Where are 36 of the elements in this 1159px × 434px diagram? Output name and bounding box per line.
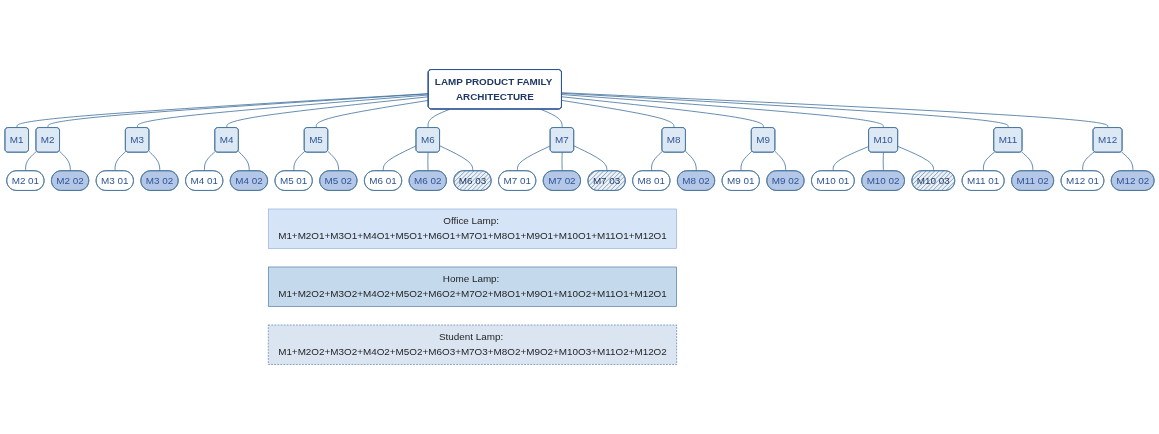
connector xyxy=(573,145,608,172)
connector xyxy=(237,150,250,172)
connector xyxy=(561,92,1009,129)
node-box: Home Lamp: M1+M2O2+M3O2+M4O2+M5O2+M6O2+M7O2+M8O1+M9O1+M10O2+M11O1+M12O1 xyxy=(267,266,677,307)
connector xyxy=(1082,151,1095,172)
connector xyxy=(427,152,429,172)
connector xyxy=(983,151,996,172)
connector xyxy=(561,152,563,172)
connector xyxy=(684,150,697,172)
connector xyxy=(382,145,417,172)
connector xyxy=(740,150,753,172)
connector xyxy=(832,146,870,172)
connector xyxy=(114,150,127,172)
connector xyxy=(882,152,884,172)
connector xyxy=(1120,151,1134,172)
connector xyxy=(204,150,216,172)
connector xyxy=(561,96,764,129)
connector xyxy=(561,94,884,129)
node-box: Office Lamp: M1+M2O1+M3O1+M4O1+M5O1+M6O1+M7O1+M8O1+M9O1+M10O1+M11O1+M12O1 xyxy=(267,208,677,249)
connector xyxy=(651,150,664,172)
connector xyxy=(774,150,787,172)
node-box: Student Lamp: M1+M2O2+M3O2+M4O2+M5O2+M6O3+M7O3+M8O2+M9O2+M10O3+M11O2+M12O2 xyxy=(267,324,677,365)
connector xyxy=(439,145,474,172)
connector xyxy=(327,150,340,172)
connector xyxy=(137,94,429,129)
connector xyxy=(58,150,71,172)
connector xyxy=(1021,151,1034,172)
connector xyxy=(148,150,161,172)
connector xyxy=(517,145,551,172)
connector xyxy=(315,99,429,129)
connector xyxy=(561,99,675,129)
connector xyxy=(293,150,306,172)
connector xyxy=(897,146,934,172)
connector xyxy=(25,150,38,172)
connector xyxy=(561,92,1109,129)
connector xyxy=(226,96,429,129)
